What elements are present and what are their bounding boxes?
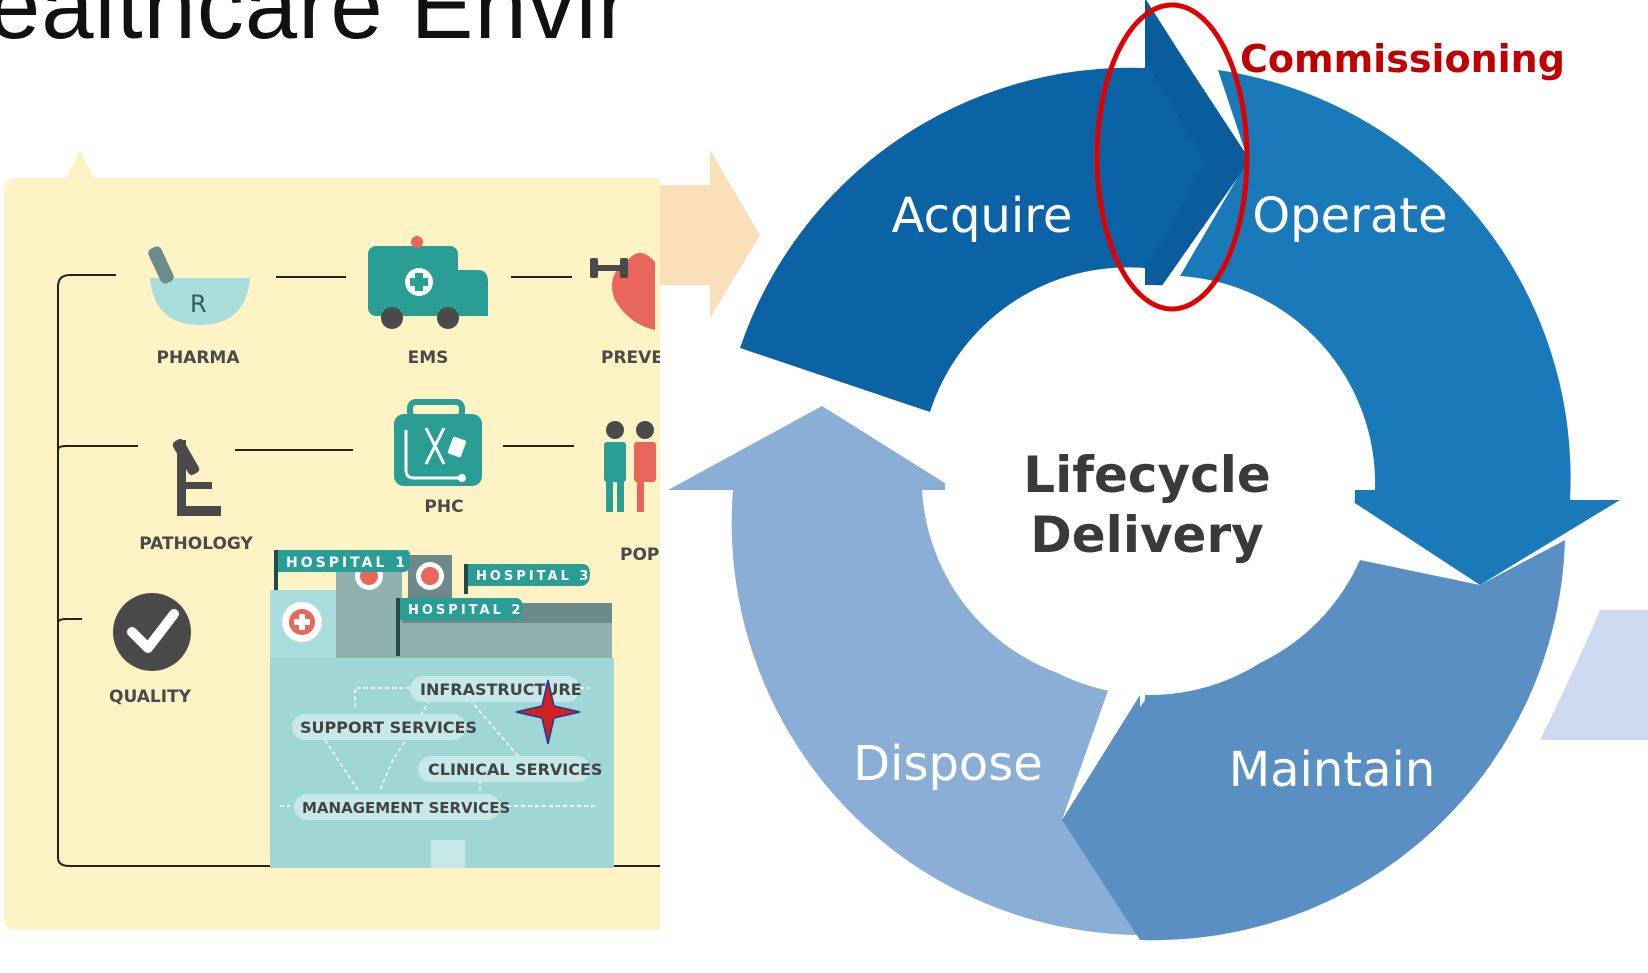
main-bracket-line bbox=[57, 274, 665, 867]
stage-label-operate: Operate bbox=[1252, 188, 1447, 244]
node-label-population: POP bbox=[620, 545, 659, 565]
service-flow-arrows bbox=[280, 687, 598, 807]
node-label-quality: QUALITY bbox=[109, 687, 192, 707]
node-label-phc: PHC bbox=[424, 497, 463, 517]
segment-acquire bbox=[740, 0, 1248, 412]
stage-label-dispose: Dispose bbox=[853, 736, 1043, 792]
svg-text:R: R bbox=[190, 290, 207, 318]
service-pill-support: SUPPORT SERVICES bbox=[292, 714, 477, 740]
svg-text:INFRASTRUCTURE: INFRASTRUCTURE bbox=[420, 680, 582, 699]
svg-text:SUPPORT SERVICES: SUPPORT SERVICES bbox=[300, 718, 477, 737]
stage-label-acquire: Acquire bbox=[892, 188, 1073, 244]
checkmark-icon bbox=[113, 593, 191, 671]
hospital-flag-2: HOSPITAL 2 bbox=[396, 598, 523, 656]
hospital-flag-3: HOSPITAL 3 bbox=[464, 564, 591, 594]
connector-pathology bbox=[57, 445, 138, 451]
population-icon bbox=[604, 421, 656, 512]
maintain-arrowhead bbox=[1062, 695, 1140, 940]
center-hole bbox=[945, 285, 1355, 695]
heart-dumbbell-icon bbox=[590, 252, 655, 330]
center-label-line1: Lifecycle bbox=[1023, 446, 1271, 504]
ambulance-icon bbox=[368, 236, 488, 329]
acquire-arrowhead bbox=[1145, 0, 1250, 310]
lifecycle-diagram: Acquire Operate Maintain Dispose Lifecyc… bbox=[660, 0, 1648, 973]
commissioning-highlight-ellipse bbox=[1094, 2, 1250, 312]
service-pill-infrastructure: INFRASTRUCTURE bbox=[410, 676, 582, 702]
commissioning-label: Commissioning bbox=[1240, 37, 1565, 81]
hospital-flag-label-1: HOSPITAL 1 bbox=[286, 555, 408, 571]
slide-title-fragment: ealthcare Enviro bbox=[0, 0, 628, 58]
segment-maintain bbox=[1062, 540, 1565, 941]
mortar-pestle-icon: R bbox=[148, 246, 250, 325]
faint-right-arrow-right bbox=[1540, 610, 1648, 740]
connector-quality bbox=[57, 618, 82, 624]
node-label-ems: EMS bbox=[408, 348, 449, 368]
center-label-line2: Delivery bbox=[1030, 506, 1263, 564]
service-pill-management: MANAGEMENT SERVICES bbox=[294, 794, 510, 820]
ecosystem-connectors bbox=[57, 274, 665, 867]
svg-text:MANAGEMENT SERVICES: MANAGEMENT SERVICES bbox=[302, 799, 510, 817]
node-label-prevention: PREVE bbox=[601, 348, 663, 368]
hospital-flag-1: HOSPITAL 1 bbox=[274, 550, 410, 590]
hospital-flag-label-2: HOSPITAL 2 bbox=[408, 603, 523, 618]
node-label-pathology: PATHOLOGY bbox=[139, 534, 253, 554]
node-label-pharma: PHARMA bbox=[156, 348, 240, 368]
star-marker-icon bbox=[515, 679, 581, 745]
hospital-flag-label-3: HOSPITAL 3 bbox=[476, 569, 591, 584]
service-pill-clinical: CLINICAL SERVICES bbox=[418, 756, 602, 782]
segment-dispose bbox=[668, 406, 1140, 935]
stage-label-maintain: Maintain bbox=[1229, 742, 1436, 798]
ecosystem-panel: R PHARMA EMS PREVE bbox=[4, 150, 665, 930]
medical-bag-icon bbox=[394, 399, 482, 486]
svg-text:CLINICAL SERVICES: CLINICAL SERVICES bbox=[428, 760, 602, 779]
microscope-icon bbox=[172, 439, 221, 516]
faint-right-arrow-left bbox=[660, 150, 760, 318]
segment-operate bbox=[1180, 70, 1620, 585]
